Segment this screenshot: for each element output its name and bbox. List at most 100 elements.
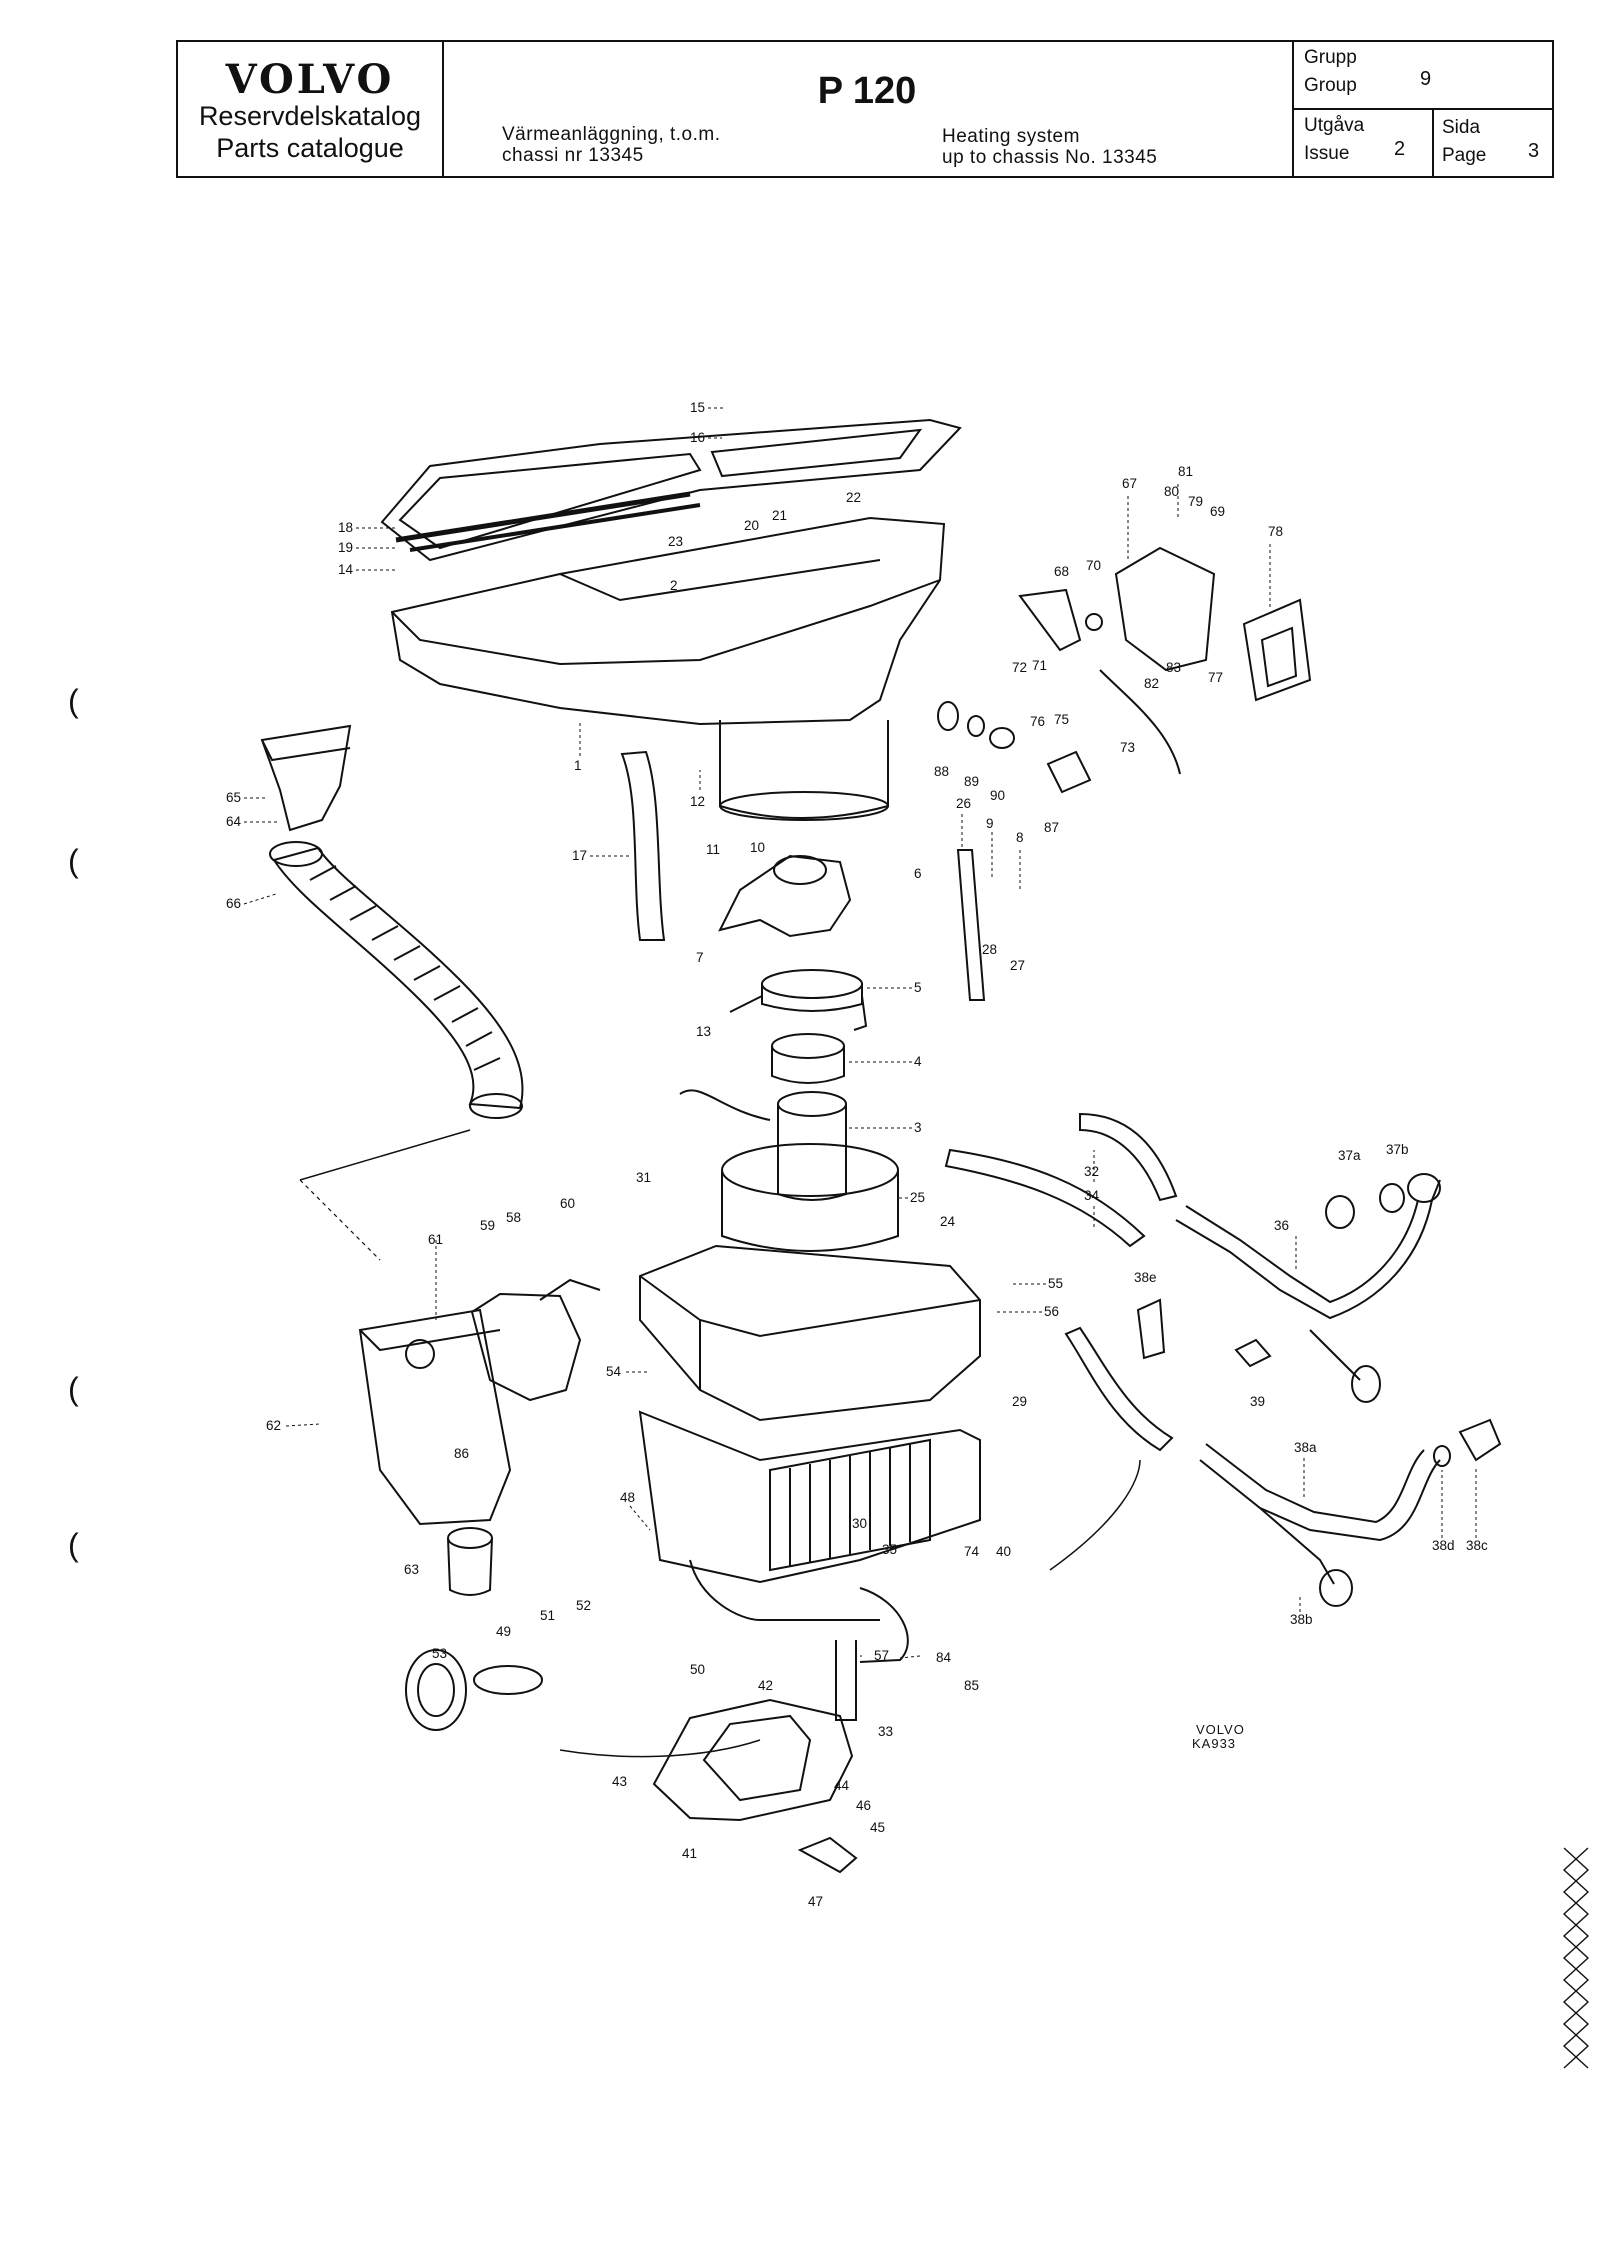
callout-41: 41 <box>682 1846 697 1861</box>
callout-1: 1 <box>574 758 582 773</box>
callout-65: 65 <box>226 790 241 805</box>
callout-79: 79 <box>1188 494 1203 509</box>
callout-45: 45 <box>870 1820 885 1835</box>
title-block: P 120 Värmeanläggning, t.o.m. chassi nr … <box>442 42 1292 176</box>
callout-86: 86 <box>454 1446 469 1461</box>
fan-impeller <box>718 854 852 938</box>
callout-68: 68 <box>1054 564 1069 579</box>
callout-82: 82 <box>1144 676 1159 691</box>
callout-14: 14 <box>338 562 354 577</box>
model-name: P 120 <box>817 70 917 112</box>
callout-80: 80 <box>1164 484 1179 499</box>
catalog-header: VOLVO Reservdelskatalog Parts catalogue … <box>176 40 1554 178</box>
water-pipe-upper <box>1175 1173 1441 1403</box>
callout-8: 8 <box>1016 830 1024 845</box>
callout-31: 31 <box>636 1170 651 1185</box>
callout-77: 77 <box>1208 670 1223 685</box>
drain-hose <box>620 750 666 941</box>
callout-88: 88 <box>934 764 949 779</box>
callout-38d: 38d <box>1432 1538 1455 1553</box>
air-distributor-housing <box>390 516 946 726</box>
callout-12: 12 <box>690 794 705 809</box>
callout-34: 34 <box>1084 1188 1100 1203</box>
callout-81: 81 <box>1178 464 1193 479</box>
callout-52: 52 <box>576 1598 591 1613</box>
callout-38e: 38e <box>1134 1270 1157 1285</box>
callout-67: 67 <box>1122 476 1137 491</box>
fan-bracket <box>729 969 868 1031</box>
air-intake-box <box>358 1308 512 1526</box>
callout-11: 11 <box>706 842 720 857</box>
volvo-logo: VOLVO <box>225 56 395 103</box>
leader-lines <box>243 407 1477 1659</box>
callout-37b: 37b <box>1386 1142 1409 1157</box>
divider <box>1294 108 1554 110</box>
control-cable <box>1099 669 1181 775</box>
callout-47: 47 <box>808 1894 823 1909</box>
floor-outlet <box>652 1698 854 1822</box>
callout-38a: 38a <box>1294 1440 1317 1455</box>
margin-mark: ( <box>68 1527 79 1563</box>
callout-42: 42 <box>758 1678 773 1693</box>
description-sv-line2: chassi nr 13345 <box>502 145 644 166</box>
callout-22: 22 <box>846 490 861 505</box>
callout-64: 64 <box>226 814 242 829</box>
heater-frame <box>689 1559 909 1663</box>
support-strap <box>956 849 986 1001</box>
callout-63: 63 <box>404 1562 419 1577</box>
water-hose-lower <box>944 1148 1146 1248</box>
page-label-en: Page <box>1442 145 1487 166</box>
callout-15: 15 <box>690 400 705 415</box>
callout-13: 13 <box>696 1024 711 1039</box>
callout-36: 36 <box>1274 1218 1289 1233</box>
callout-10: 10 <box>750 840 765 855</box>
description-en-line2: up to chassis No. 13345 <box>942 147 1158 168</box>
hose-clip <box>1136 1298 1166 1360</box>
callout-7: 7 <box>696 950 704 965</box>
callout-6: 6 <box>914 866 922 881</box>
defroster-grille-frame <box>380 418 962 562</box>
callout-56: 56 <box>1044 1304 1059 1319</box>
callout-43: 43 <box>612 1774 627 1789</box>
group-label-sv: Grupp <box>1304 47 1357 68</box>
callout-30: 30 <box>852 1516 867 1531</box>
callout-71: 71 <box>1032 658 1047 673</box>
callout-53: 53 <box>432 1646 447 1661</box>
catalog-title-sv: Reservdelskatalog <box>198 101 422 131</box>
callout-46: 46 <box>856 1798 871 1813</box>
catalog-title-en: Parts catalogue <box>216 133 404 163</box>
description-sv-line1: Värmeanläggning, t.o.m. <box>502 124 721 145</box>
callout-69: 69 <box>1210 504 1225 519</box>
callout-4: 4 <box>914 1054 922 1069</box>
callout-39: 39 <box>1250 1394 1265 1409</box>
callout-18: 18 <box>338 520 353 535</box>
rubber-ring <box>771 1033 845 1084</box>
hose-fitting <box>1433 1418 1502 1467</box>
description-en: Heating system up to chassis No. 13345 <box>942 126 1157 168</box>
callout-70: 70 <box>1086 558 1101 573</box>
guide-line <box>299 1179 381 1261</box>
callout-40: 40 <box>996 1544 1011 1559</box>
margin-mark: ( <box>68 843 79 879</box>
callout-25: 25 <box>910 1190 925 1205</box>
callout-83: 83 <box>1166 660 1181 675</box>
control-cable <box>559 1739 761 1758</box>
figure-code-line2: KA933 <box>1192 1736 1236 1751</box>
control-cable <box>1049 1459 1141 1571</box>
callout-28: 28 <box>982 942 997 957</box>
drain-plug <box>1325 1183 1405 1229</box>
callout-58: 58 <box>506 1210 521 1225</box>
binding-edge-pattern <box>1562 1847 1590 2069</box>
callout-78: 78 <box>1268 524 1283 539</box>
heater-core <box>638 1410 981 1584</box>
issue-label-sv: Utgåva <box>1304 115 1365 136</box>
callout-19: 19 <box>338 540 353 555</box>
issue-value: 2 <box>1394 138 1406 160</box>
callout-21: 21 <box>772 508 787 523</box>
page-label-sv: Sida <box>1442 117 1481 138</box>
group-label-en: Group <box>1304 75 1357 96</box>
callout-38c: 38c <box>1466 1538 1488 1553</box>
callout-55: 55 <box>1048 1276 1063 1291</box>
page-value: 3 <box>1528 140 1540 162</box>
description-en-line1: Heating system <box>942 126 1080 147</box>
